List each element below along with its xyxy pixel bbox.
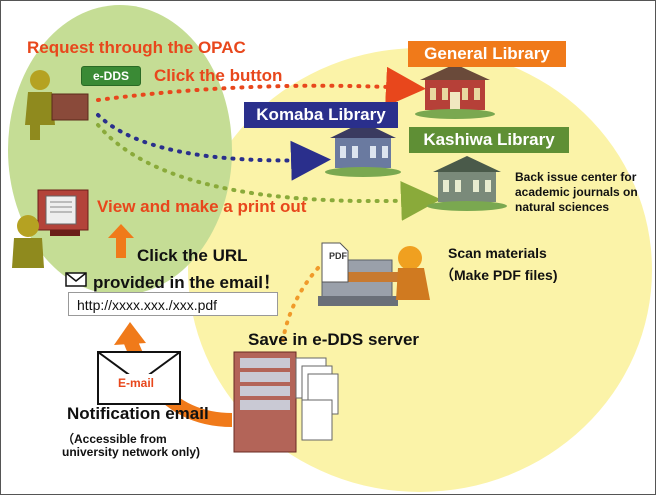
library-building-icon — [325, 122, 401, 177]
scan-materials-line2: （Make PDF files) — [440, 267, 558, 283]
library-building-icon — [415, 64, 495, 119]
scanner-icon — [318, 246, 430, 306]
kashiwa-note-line3: natural sciences — [515, 200, 610, 214]
request-opac-text: Request through the OPAC — [27, 38, 246, 57]
click-url-line2: provided in the email！ — [93, 273, 281, 292]
komaba-library-label[interactable]: Komaba Library — [244, 102, 398, 128]
email-label: E-mail — [118, 376, 154, 390]
kashiwa-library-label[interactable]: Kashiwa Library — [409, 127, 569, 153]
pdf-document-icon: PDF — [321, 242, 349, 283]
view-print-text: View and make a print out — [97, 197, 307, 216]
user-view-icon — [12, 189, 89, 268]
kashiwa-note-line2: academic journals on — [515, 185, 638, 199]
click-url-line1: Click the URL — [137, 246, 248, 265]
library-building-icon — [427, 156, 507, 211]
scan-materials-line1: Scan materials — [448, 245, 547, 261]
route-to-kashiwa — [96, 123, 441, 221]
kashiwa-note-line1: Back issue center for — [515, 170, 637, 184]
notification-email-text: Notification email — [67, 404, 209, 423]
pdf-label: PDF — [329, 251, 348, 261]
arrow-up-to-view — [108, 224, 134, 258]
user-request-icon — [25, 70, 89, 140]
edds-button[interactable]: e-DDS — [81, 66, 141, 86]
save-server-text: Save in e-DDS server — [248, 330, 420, 349]
envelope-icon: E-mail — [97, 351, 181, 405]
url-field[interactable]: http://xxxx.xxx./xxx.pdf — [68, 292, 278, 316]
general-library-label[interactable]: General Library — [408, 41, 566, 67]
envelope-icon — [65, 272, 87, 287]
route-to-general — [96, 66, 426, 107]
route-to-komaba — [96, 113, 331, 181]
click-button-text: Click the button — [154, 66, 283, 85]
route-scan-to-server — [281, 266, 320, 342]
accessible-line2: university network only) — [62, 445, 201, 459]
accessible-line1: （Accessible from — [62, 432, 167, 446]
server-icon — [233, 351, 339, 453]
